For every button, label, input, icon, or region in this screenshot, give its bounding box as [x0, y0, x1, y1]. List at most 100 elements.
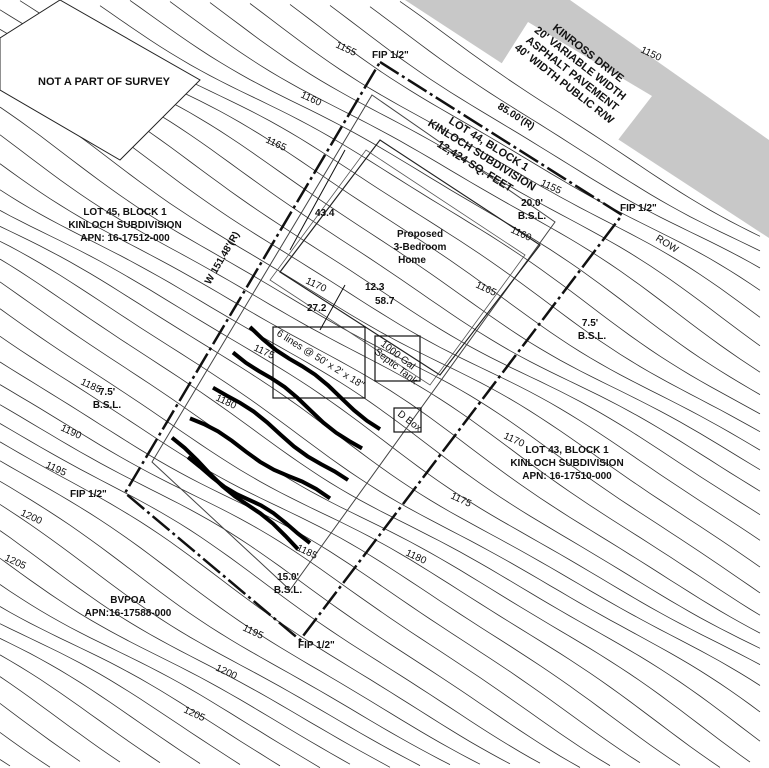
home-line1: Proposed [397, 229, 443, 240]
contour-line [0, 335, 681, 766]
bsl-right-value: 7.5' [582, 318, 598, 329]
lot45-apn: APN: 16-17512-000 [80, 233, 170, 244]
not-part-of-survey-area [0, 0, 201, 161]
leach-trench [248, 325, 382, 431]
lot45-label: LOT 45, BLOCK 1 KINLOCH SUBDIVISION APN:… [68, 207, 181, 244]
side-dimension: W 151.48'(R) [203, 230, 242, 287]
contour-line [0, 106, 761, 594]
proposed-home-footprint [279, 139, 541, 376]
septic-tank-box [374, 335, 421, 382]
contour-line [129, 0, 761, 395]
dim-58-7: 58.7 [375, 296, 395, 307]
contour-line [0, 240, 761, 713]
bsl-left-value: 7.5' [99, 387, 115, 398]
not-part-label: NOT A PART OF SURVEY [38, 76, 171, 88]
fip-label-top: FIP 1/2" [372, 50, 409, 61]
contour-line [0, 441, 511, 765]
dim-12-3: 12.3 [365, 282, 385, 293]
contour-elevation-label: 1205 [182, 705, 207, 725]
contour-line [0, 732, 51, 768]
contour-elevation-label: 1165 [264, 135, 289, 154]
contour-line [0, 404, 581, 768]
contour-line [0, 210, 761, 665]
bsl-right-label: B.S.L. [578, 331, 607, 342]
fip-label-left: FIP 1/2" [70, 489, 107, 500]
contour-elevation-label: 1195 [44, 460, 69, 479]
contour-line [0, 226, 761, 686]
contour-elevation-label: 1175 [449, 491, 474, 510]
contour-line [0, 654, 161, 764]
contour-elevation-label: 1200 [19, 508, 44, 528]
contour-elevation-label: 1160 [509, 225, 534, 244]
bsl-left-label: B.S.L. [93, 400, 122, 411]
lot43-line2: KINLOCH SUBDIVISION [510, 458, 623, 469]
contour-line [0, 557, 351, 765]
dim-43-4: 43.4 [315, 208, 335, 219]
contour-elevation-label: 1170 [304, 276, 329, 295]
bsl-right: 7.5' B.S.L. [578, 318, 607, 342]
lot45-line2: KINLOCH SUBDIVISION [68, 220, 181, 231]
contour-line [0, 530, 391, 768]
leach-trenches [170, 325, 382, 551]
contour-line [0, 759, 11, 767]
fip-label-bottom: FIP 1/2" [298, 640, 335, 651]
contour-line [0, 134, 761, 616]
contour-line [0, 606, 281, 767]
fip-label-right: FIP 1/2" [620, 203, 657, 214]
bsl-left: 7.5' B.S.L. [93, 387, 122, 411]
contour-line [169, 1, 761, 373]
contour-line [399, 1, 761, 237]
contour-line [0, 361, 641, 764]
bsl-rear: 15.0' B.S.L. [274, 572, 303, 596]
bvpoa-apn: APN:16-17588-000 [85, 608, 172, 619]
d-box [393, 407, 422, 433]
contour-line [209, 2, 761, 347]
dimension-line [289, 149, 346, 251]
lot45-line1: LOT 45, BLOCK 1 [83, 207, 167, 218]
septic-label: 1000 Gal Septic Tank [372, 339, 420, 388]
leach-trench [211, 385, 350, 482]
contour-line [0, 638, 201, 764]
contour-elevation-label: 1180 [404, 548, 429, 567]
home-label: Proposed 3-Bedroom Home [394, 229, 447, 266]
contour-line [0, 308, 721, 768]
lot43-line1: LOT 43, BLOCK 1 [525, 445, 609, 456]
contour-line [0, 676, 121, 763]
bsl-rear-value: 15.0' [277, 572, 299, 583]
lot-boundary [123, 60, 624, 642]
contour-line [0, 584, 321, 768]
contour-line [0, 504, 421, 766]
lot43-apn: APN: 16-17510-000 [522, 471, 612, 482]
home-inner-line [269, 149, 526, 386]
setback-line [151, 94, 556, 591]
front-dimension: 85.00'(R) [495, 101, 536, 132]
contour-line [369, 6, 761, 252]
bvpoa-name: BVPOA [110, 595, 146, 606]
contour-line [0, 83, 761, 568]
contour-line [0, 258, 761, 742]
home-line3: Home [398, 255, 426, 266]
contour-elevation-label: 1180 [214, 393, 239, 412]
contour-line [0, 623, 241, 765]
bsl-rear-label: B.S.L. [274, 585, 303, 596]
row-label: ROW [653, 233, 680, 256]
contour-elevation-label: 1155 [539, 178, 564, 197]
contour-line [249, 3, 761, 318]
home-line2: 3-Bedroom [394, 242, 447, 253]
leach-field-box [272, 326, 366, 399]
leach-trench [186, 455, 312, 545]
contour-elevation-label: 1155 [334, 40, 359, 59]
contour-elevation-label: 1190 [59, 423, 84, 442]
contour-line [0, 480, 451, 765]
leach-trench [231, 350, 363, 451]
contour-line [0, 189, 761, 649]
contour-line [329, 5, 761, 269]
lot43-label: LOT 43, BLOCK 1 KINLOCH SUBDIVISION APN:… [510, 445, 623, 482]
leach-trench [170, 436, 300, 551]
contour-line [289, 4, 761, 291]
contour-line [0, 703, 81, 762]
contour-line [0, 423, 541, 764]
road-label-box [500, 22, 652, 140]
